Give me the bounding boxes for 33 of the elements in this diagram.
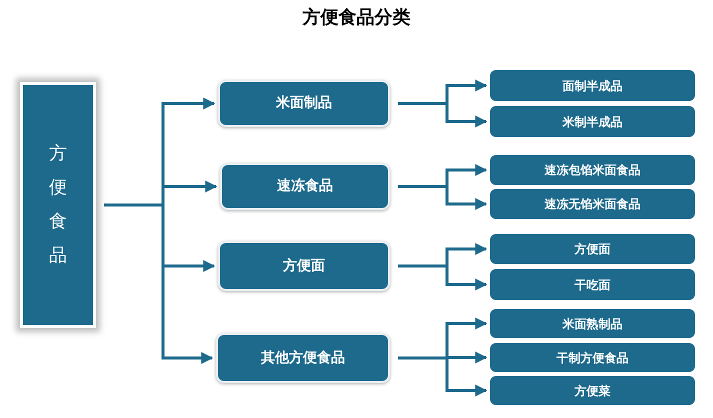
category-box <box>216 333 390 383</box>
item-box <box>490 155 695 185</box>
arrow <box>398 356 488 396</box>
node-label: 干制方便食品 <box>556 350 628 366</box>
item-box <box>490 376 695 405</box>
diagram-title: 方便食品分类 <box>302 6 410 30</box>
category-box <box>218 241 390 291</box>
item-box <box>490 106 695 137</box>
category-box <box>220 163 390 210</box>
node-label: 方便面 <box>574 241 610 258</box>
node-label: 其他方便食品 <box>261 348 345 368</box>
item-box <box>490 309 695 338</box>
item-box <box>490 70 695 101</box>
node-label: 方便食品 <box>49 142 67 268</box>
category-box <box>20 82 96 328</box>
item-box <box>490 234 695 264</box>
node-label: 速冻无馅米面食品 <box>544 196 640 213</box>
node-label: 米制半成品 <box>562 114 622 130</box>
node-label: 方便面 <box>283 256 325 276</box>
item-box <box>490 189 695 219</box>
node-label: 米面熟制品 <box>562 316 622 332</box>
item-box <box>490 343 695 372</box>
node-label: 速冻包馅米面食品 <box>544 162 640 179</box>
node-label: 方便菜 <box>574 382 610 400</box>
arrow <box>398 185 488 210</box>
node-label: 速冻食品 <box>277 177 333 196</box>
item-box <box>490 269 695 300</box>
node-label: 米面制品 <box>276 94 332 113</box>
arrow <box>398 264 488 290</box>
category-box <box>218 80 390 127</box>
arrow <box>398 102 488 128</box>
node-label: 面制半成品 <box>562 78 622 94</box>
node-label: 干吃面 <box>574 276 610 294</box>
